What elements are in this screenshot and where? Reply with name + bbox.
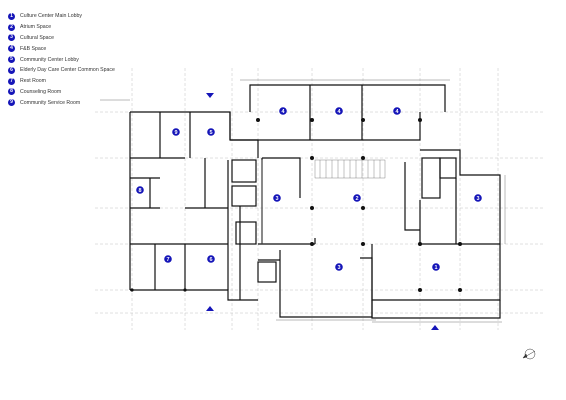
curtain-walls: [100, 79, 506, 323]
legend-item: 8 Counseling Room: [8, 87, 115, 98]
legend-number-icon: 1: [8, 12, 15, 20]
room-marker-rest-room: 7: [164, 255, 172, 263]
room-marker-community-lobby: 5: [207, 128, 215, 136]
walls: [129, 84, 501, 319]
legend-number-icon: 7: [8, 77, 15, 85]
room-markers: 4 4 4 9 5 8 3 2 3 7 6 3 1: [136, 107, 482, 271]
room-marker-atrium: 2: [353, 194, 361, 202]
room-marker-counseling: 8: [136, 186, 144, 194]
legend-label: Community Center Lobby: [20, 56, 79, 63]
legend-item: 6 Elderly Day Care Center Common Space: [8, 65, 115, 76]
svg-text:6: 6: [209, 257, 212, 263]
svg-text:4: 4: [337, 109, 341, 115]
legend-item: 9 Community Service Room: [8, 97, 115, 108]
legend-number-icon: 6: [8, 66, 15, 74]
svg-text:9: 9: [174, 130, 177, 136]
room-marker-cultural-east: 3: [474, 194, 482, 202]
svg-text:3: 3: [476, 196, 479, 202]
svg-text:8: 8: [138, 188, 141, 194]
legend-label: Counseling Room: [20, 88, 62, 95]
room-marker-main-lobby: 1: [432, 263, 440, 271]
north-arrow-icon: [522, 348, 536, 360]
legend-number-icon: 5: [8, 56, 15, 64]
legend-number-icon: 3: [8, 34, 15, 42]
legend-number-icon: 2: [8, 23, 15, 31]
svg-text:5: 5: [209, 130, 212, 136]
svg-text:4: 4: [281, 109, 285, 115]
legend-label: Elderly Day Care Center Common Space: [20, 67, 115, 74]
legend-item: 7 Rest Room: [8, 76, 115, 87]
legend-label: Culture Center Main Lobby: [20, 13, 82, 20]
legend: 1 Culture Center Main Lobby 2 Atrium Space…: [8, 11, 115, 108]
svg-text:2: 2: [355, 196, 358, 202]
legend-item: 3 Cultural Space: [8, 33, 115, 44]
legend-item: 5 Community Center Lobby: [8, 54, 115, 65]
svg-text:3: 3: [337, 265, 340, 271]
atrium-stair: [314, 159, 386, 179]
room-marker-fnb-west: 4: [279, 107, 287, 115]
room-marker-fnb-middle: 4: [335, 107, 343, 115]
legend-number-icon: 4: [8, 45, 15, 53]
columns: [130, 118, 462, 292]
entrance-arrow-icon: [206, 93, 214, 98]
legend-item: 4 F&B Space: [8, 43, 115, 54]
legend-label: Rest Room: [20, 78, 46, 85]
legend-label: F&B Space: [20, 45, 47, 52]
room-marker-cultural-south: 3: [335, 263, 343, 271]
legend-item: 1 Culture Center Main Lobby: [8, 11, 115, 22]
svg-text:1: 1: [434, 265, 437, 271]
legend-label: Atrium Space: [20, 24, 52, 31]
room-marker-elderly-common: 6: [207, 255, 215, 263]
room-marker-community-service: 9: [172, 128, 180, 136]
svg-text:7: 7: [166, 257, 169, 263]
legend-label: Cultural Space: [20, 34, 55, 41]
entrance-arrow-icon: [431, 325, 439, 330]
legend-label: Community Service Room: [20, 99, 81, 106]
svg-text:3: 3: [275, 196, 278, 202]
legend-item: 2 Atrium Space: [8, 22, 115, 33]
room-marker-fnb-east: 4: [393, 107, 401, 115]
svg-text:4: 4: [395, 109, 399, 115]
room-marker-cultural-west: 3: [273, 194, 281, 202]
legend-number-icon: 9: [8, 99, 15, 107]
legend-number-icon: 8: [8, 88, 15, 96]
entrance-arrow-icon: [206, 306, 214, 311]
